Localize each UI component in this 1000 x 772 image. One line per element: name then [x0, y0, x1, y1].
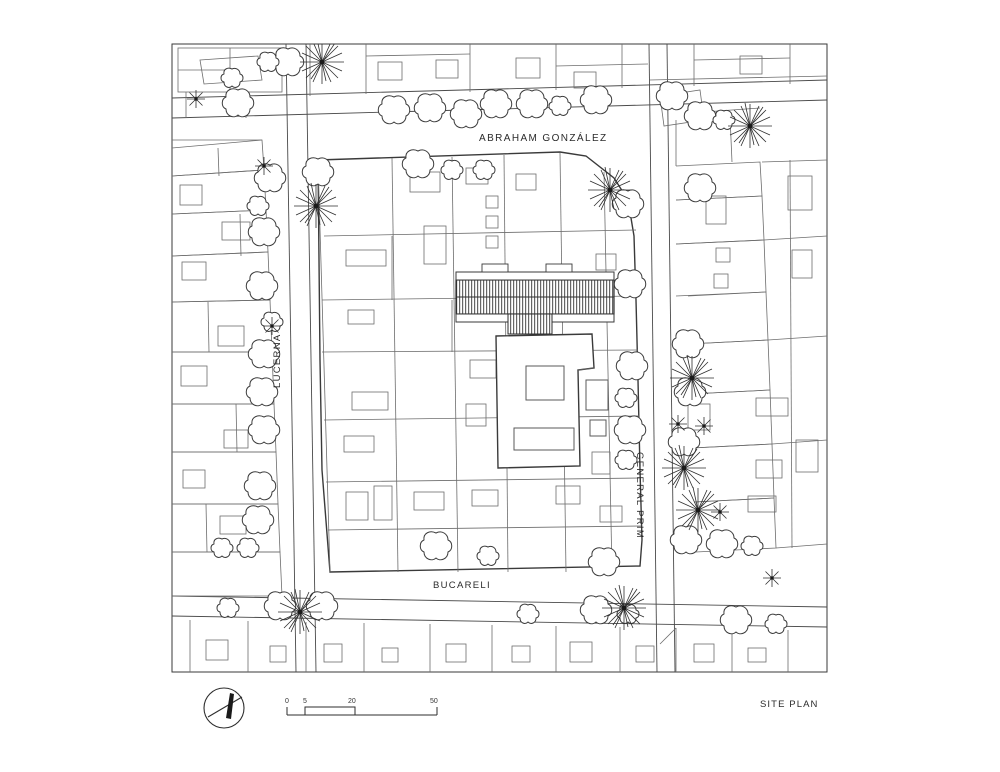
scale-tick-50: 50 — [430, 698, 438, 705]
street-network — [172, 44, 827, 672]
street-label-abraham-gonzalez: ABRAHAM GONZÁLEZ — [479, 133, 608, 144]
block-south — [189, 620, 789, 672]
scale-tick-20: 20 — [348, 698, 356, 705]
project-courtyard-patios — [513, 365, 609, 451]
scale-tick-5: 5 — [303, 698, 307, 705]
block-north — [309, 44, 827, 96]
project-bar-building — [455, 263, 615, 335]
block-west — [172, 139, 283, 597]
street-label-lucerna: LUCERNA — [272, 333, 283, 389]
street-label-general-prim: GENERAL PRIM — [634, 452, 645, 540]
project-courtyard-building — [495, 333, 595, 469]
north-arrow — [203, 687, 245, 729]
drawing-title: SITE PLAN — [760, 699, 819, 710]
street-label-bucareli: BUCARELI — [433, 580, 491, 591]
scale-tick-0: 0 — [285, 698, 289, 705]
drawing-frame — [171, 43, 828, 673]
roof-cluster-nw — [199, 55, 263, 85]
scale-bar — [286, 706, 438, 716]
